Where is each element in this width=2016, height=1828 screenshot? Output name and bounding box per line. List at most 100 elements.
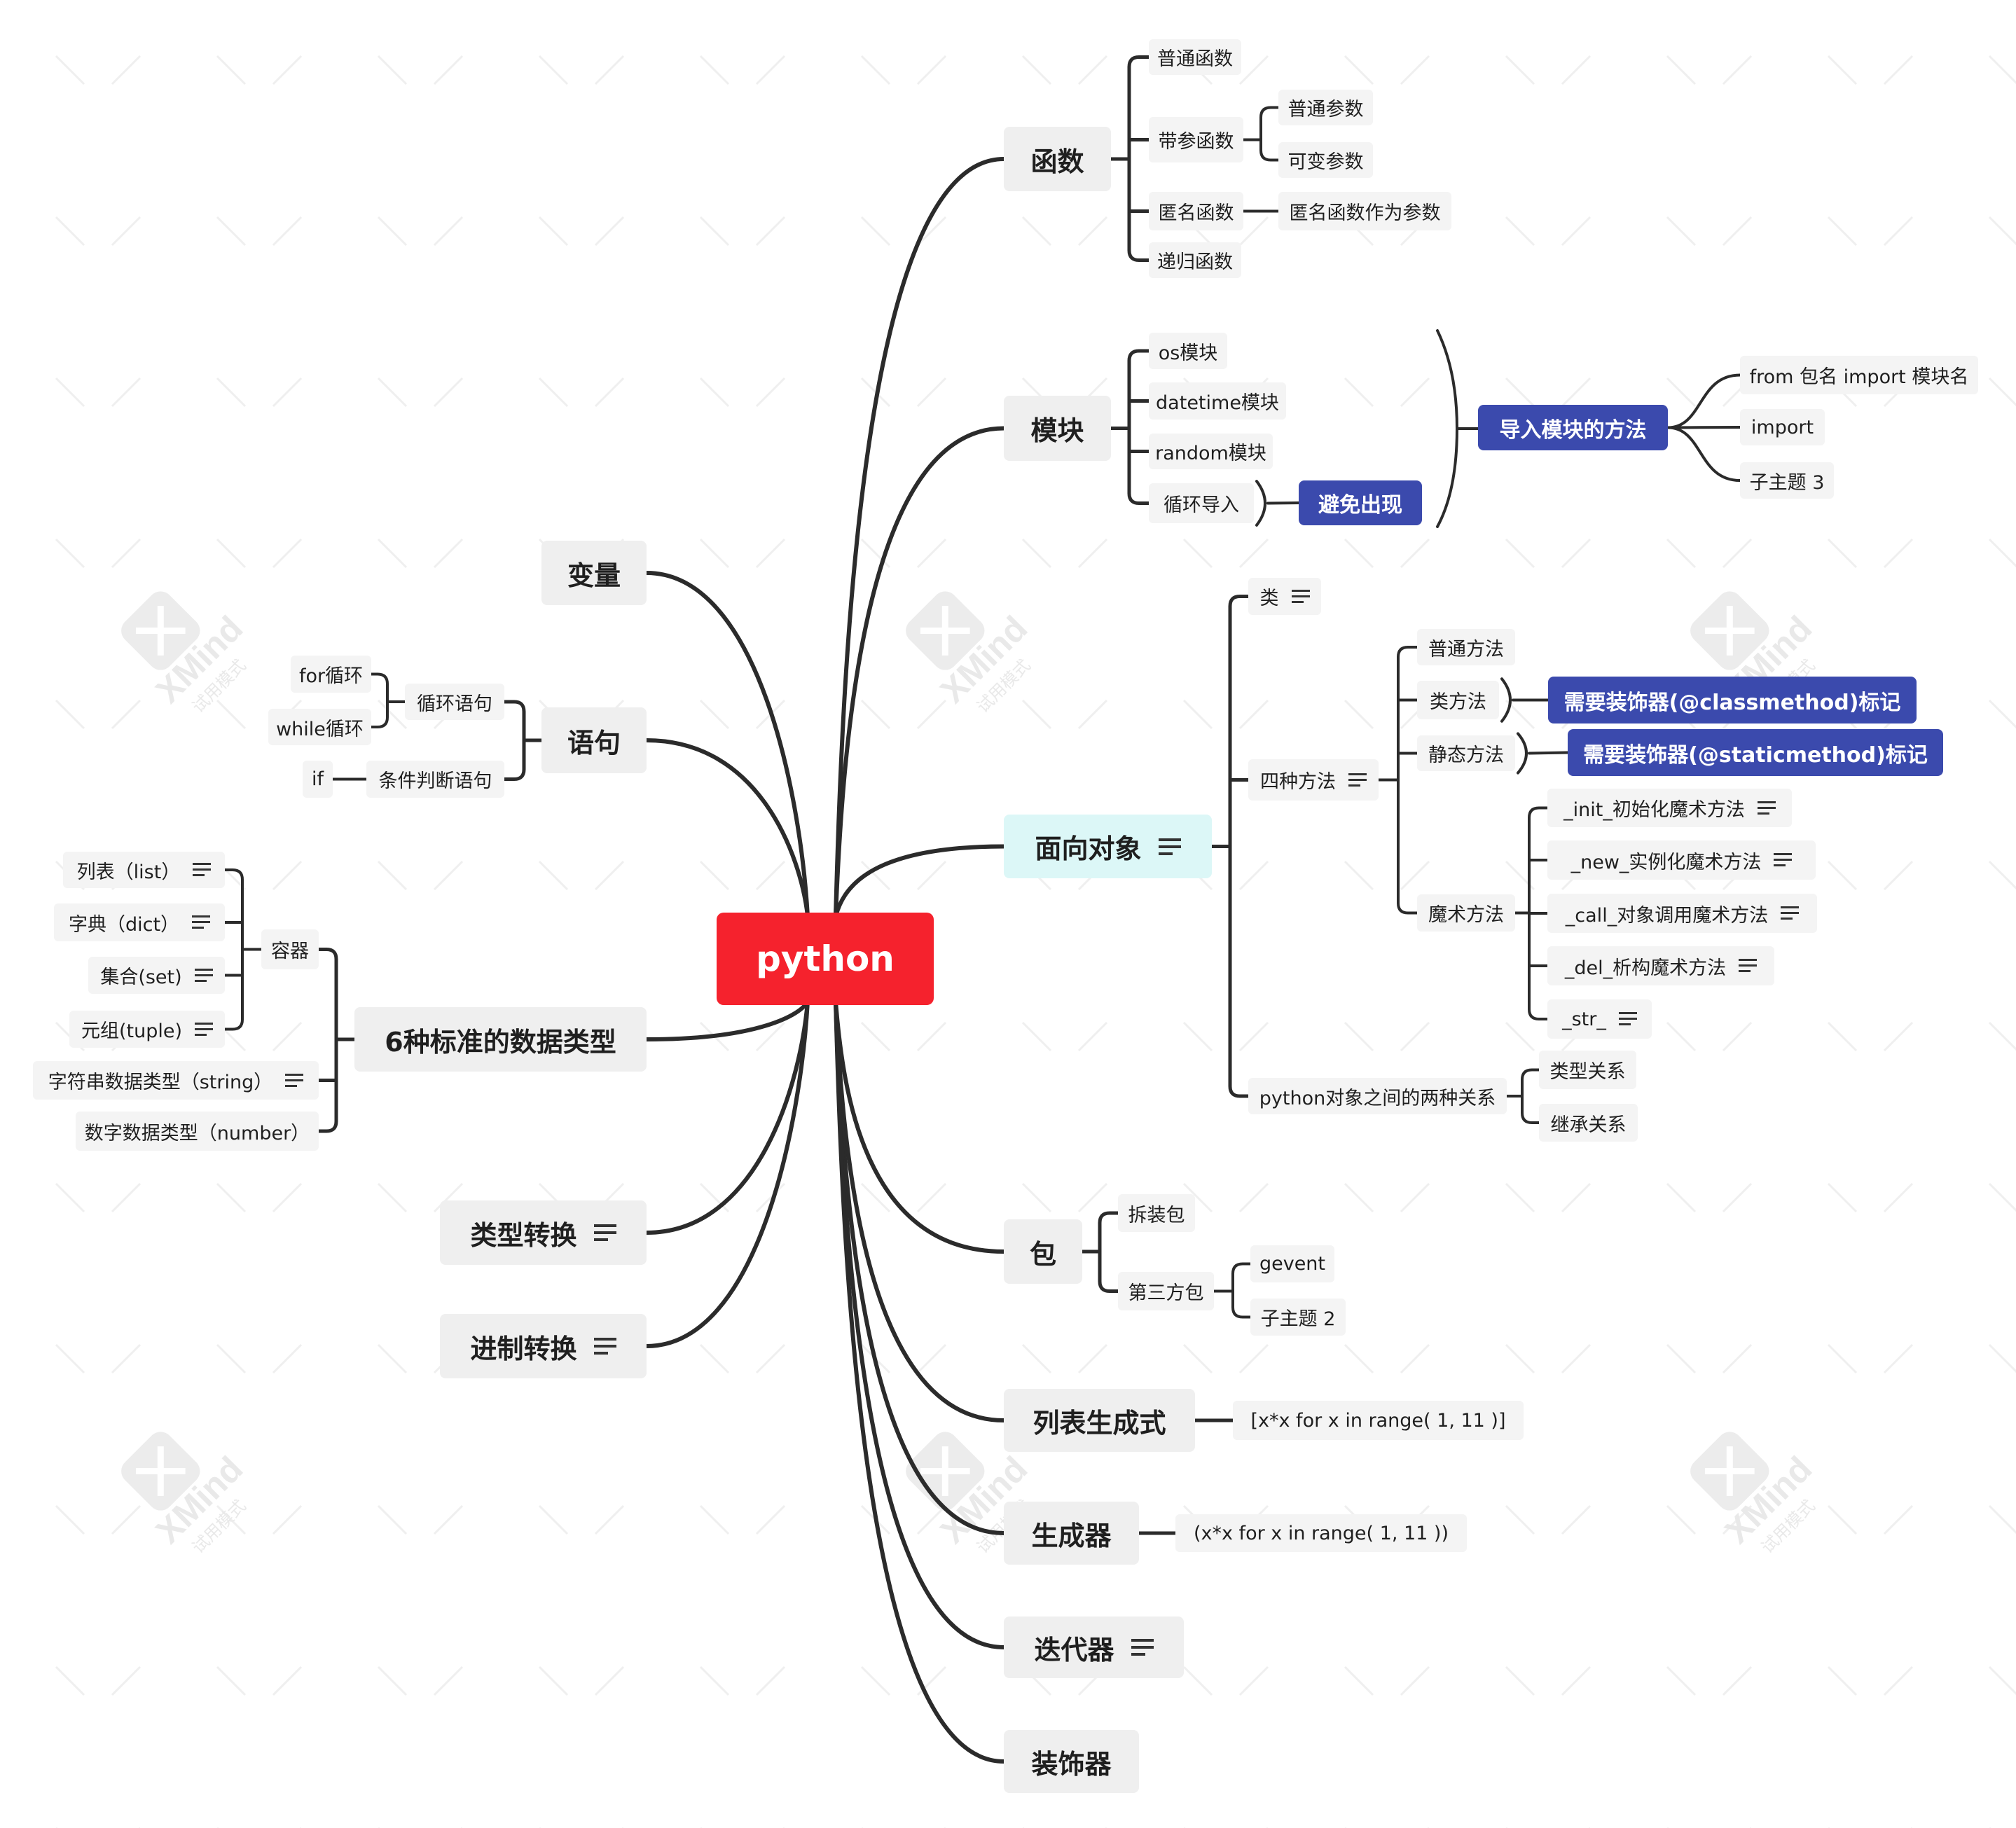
topic-scq1[interactable]: (x*x for x in range( 1, 11 )) [1175,1514,1467,1552]
topic-ff3a[interactable]: 需要装饰器(@staticmethod)标记 [1568,729,1943,776]
note-icon[interactable] [194,968,213,983]
topic-hs3[interactable]: 匿名函数 [1149,192,1243,230]
watermark-dash [377,1182,408,1213]
topic-jzzh[interactable]: 进制转换 [440,1314,647,1378]
topic-rq4[interactable]: 元组(tuple) [69,1011,225,1048]
watermark-dash [272,1666,303,1696]
topic-hs3a[interactable]: 匿名函数作为参数 [1278,192,1451,230]
watermark-dash [1722,1343,1753,1374]
note-icon[interactable] [1348,773,1367,787]
topic-lbscs[interactable]: 列表生成式 [1004,1389,1195,1452]
topic-bao2b[interactable]: 子主题 2 [1250,1299,1346,1336]
note-icon[interactable] [1774,853,1793,867]
watermark-dash [1988,1021,2016,1051]
xmind-logo-mark [135,1446,186,1496]
topic-hs2[interactable]: 带参函数 [1149,117,1243,162]
topic-tjpd[interactable]: 条件判断语句 [366,761,504,798]
note-icon[interactable] [1291,589,1310,604]
topic-ms1[interactable]: _init_初始化魔术方法 [1547,789,1792,827]
topic-imp3[interactable]: 子主题 3 [1740,462,1834,499]
note-icon[interactable] [1739,959,1758,973]
topic-hs1[interactable]: 普通函数 [1149,39,1241,75]
topic-bao[interactable]: 包 [1004,1219,1082,1284]
watermark-dash [1021,1182,1052,1213]
watermark-dash [55,1504,85,1535]
topic-ff2a[interactable]: 需要装饰器(@classmethod)标记 [1548,677,1917,723]
topic-mkimp[interactable]: 导入模块的方法 [1478,405,1668,450]
topic-sjlx[interactable]: 6种标准的数据类型 [354,1007,647,1072]
note-icon[interactable] [593,1338,616,1355]
topic-scq[interactable]: 生成器 [1004,1502,1139,1565]
topic-bianliang[interactable]: 变量 [541,541,647,605]
xmind-logo-mark [1704,606,1755,656]
topic-mk1[interactable]: os模块 [1149,333,1227,369]
topic-ms4[interactable]: _del_析构魔术方法 [1547,946,1774,985]
topic-szff[interactable]: 四种方法 [1248,759,1379,801]
topic-hs2b[interactable]: 可变参数 [1278,142,1373,178]
topic-mk4a[interactable]: 避免出现 [1299,480,1422,525]
topic-ms3[interactable]: _call_对象调用魔术方法 [1547,894,1817,933]
watermark-dash [1238,216,1269,247]
topic-rq1[interactable]: 列表（list） [63,852,225,888]
topic-xh2[interactable]: while循环 [268,709,371,745]
topic-hs2a[interactable]: 普通参数 [1278,90,1373,125]
topic-label: (x*x for x in range( 1, 11 )) [1193,1522,1449,1544]
topic-hs4[interactable]: 递归函数 [1149,242,1241,278]
topic-ms5[interactable]: _str_ [1547,999,1652,1039]
topic-label: _str_ [1562,1008,1606,1030]
topic-mk3[interactable]: random模块 [1149,434,1273,469]
branch-line-jzzh [644,999,810,1348]
topic-bao2[interactable]: 第三方包 [1118,1272,1214,1310]
note-icon[interactable] [1757,801,1776,815]
topic-ff2[interactable]: 类方法 [1417,681,1499,719]
topic-hanshu[interactable]: 函数 [1004,127,1111,191]
note-icon[interactable] [1158,838,1181,855]
note-icon[interactable] [285,1073,304,1088]
topic-imp2[interactable]: import [1740,409,1825,445]
topic-label: 四种方法 [1260,771,1336,793]
topic-gx2[interactable]: 继承关系 [1539,1104,1638,1142]
topic-ff4[interactable]: 魔术方法 [1417,894,1515,932]
note-icon[interactable] [193,863,212,877]
topic-ddq[interactable]: 迭代器 [1004,1616,1184,1678]
topic-lei[interactable]: 类 [1248,578,1321,615]
topic-python[interactable]: python [717,913,934,1005]
topic-tj1[interactable]: if [303,761,333,798]
topic-rq3[interactable]: 集合(set) [88,957,225,994]
watermark-dash [55,377,85,408]
topic-label: 避免出现 [1318,493,1402,518]
topic-yuju[interactable]: 语句 [541,707,647,773]
topic-num[interactable]: 数字数据类型（number） [76,1112,319,1151]
topic-imp1[interactable]: from 包名 import 模块名 [1740,356,1978,394]
topic-rq2[interactable]: 字典（dict） [54,903,225,941]
note-icon[interactable] [1131,1639,1154,1656]
topic-zsq[interactable]: 装饰器 [1004,1730,1139,1793]
note-icon[interactable] [593,1224,616,1241]
topic-bao1[interactable]: 拆装包 [1118,1194,1195,1232]
topic-xh1[interactable]: for循环 [291,656,371,693]
topic-xhyj[interactable]: 循环语句 [405,684,504,720]
topic-str[interactable]: 字符串数据类型（string） [33,1061,319,1100]
note-icon[interactable] [195,1022,214,1037]
topic-ms2[interactable]: _new_实例化魔术方法 [1547,840,1816,880]
topic-rq[interactable]: 容器 [261,929,319,969]
note-icon[interactable] [1781,906,1800,920]
topic-lxzh[interactable]: 类型转换 [440,1200,647,1265]
watermark-dash [755,1021,786,1052]
topic-ff1[interactable]: 普通方法 [1417,629,1515,665]
topic-mk2[interactable]: datetime模块 [1149,382,1286,420]
note-icon[interactable] [192,915,211,929]
topic-gx[interactable]: python对象之间的两种关系 [1248,1078,1507,1114]
topic-ff3[interactable]: 静态方法 [1417,735,1515,771]
topic-mk4[interactable]: 循环导入 [1149,483,1254,523]
topic-mokuai[interactable]: 模块 [1004,396,1111,461]
topic-label: 面向对象 [1035,833,1142,864]
topic-mxdx[interactable]: 面向对象 [1004,815,1212,878]
note-icon[interactable] [1618,1012,1637,1026]
topic-bao2a[interactable]: gevent [1250,1245,1334,1282]
xmind-logo-mark [1704,1446,1755,1496]
watermark-dash [1077,216,1108,247]
topic-lbscs1[interactable]: [x*x for x in range( 1, 11 )] [1233,1401,1524,1440]
topic-gx1[interactable]: 类型关系 [1539,1051,1636,1089]
watermark-dash [216,699,247,730]
